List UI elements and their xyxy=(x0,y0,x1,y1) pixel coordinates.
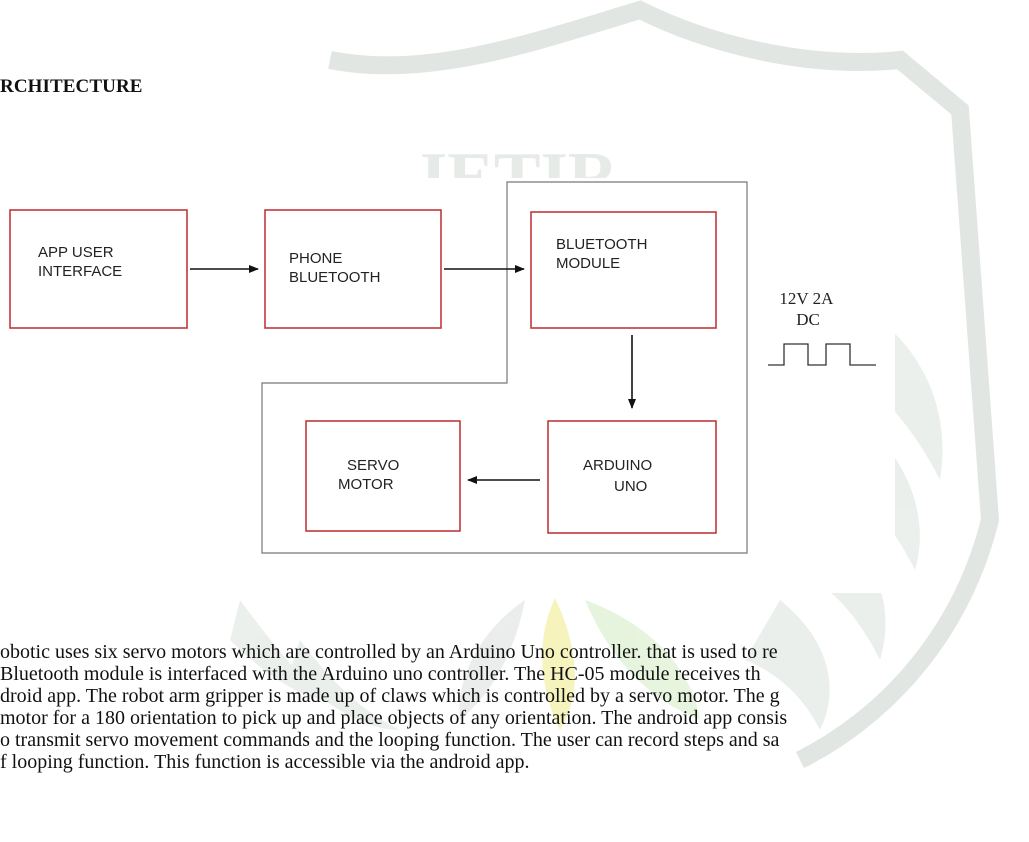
paragraph-line: o transmit servo movement commands and t… xyxy=(0,729,780,751)
paragraph-line: obotic uses six servo motors which are c… xyxy=(0,641,778,663)
section-heading: RCHITECTURE xyxy=(0,76,143,97)
paragraph-line: f looping function. This function is acc… xyxy=(0,751,530,773)
block-arduino-uno: ARDUINO UNO xyxy=(547,420,717,534)
block-app-user-interface: APP USER INTERFACE xyxy=(9,209,188,329)
paragraph-line: droid app. The robot arm gripper is made… xyxy=(0,685,780,707)
power-label: 12V 2A DC xyxy=(779,289,836,329)
block-servo-motor: SERVO MOTOR xyxy=(305,420,461,532)
block-label: PHONE BLUETOOTH xyxy=(289,250,380,286)
architecture-diagram: APP USER INTERFACE PHONE BLUETOOTH BLUET… xyxy=(0,178,895,593)
block-label: APP USER INTERFACE xyxy=(38,244,122,280)
square-wave-icon xyxy=(768,343,876,366)
block-label: ARDUINO UNO xyxy=(583,457,656,495)
block-bluetooth-module: BLUETOOTH MODULE xyxy=(530,211,717,329)
block-label: SERVO MOTOR xyxy=(338,457,403,493)
enclosure-outline xyxy=(261,181,748,554)
block-label: BLUETOOTH MODULE xyxy=(556,236,652,272)
paragraph-line: Bluetooth module is interfaced with the … xyxy=(0,663,761,685)
body-paragraph: obotic uses six servo motors which are c… xyxy=(0,641,1029,773)
block-phone-bluetooth: PHONE BLUETOOTH xyxy=(264,209,442,329)
paragraph-line: motor for a 180 orientation to pick up a… xyxy=(0,707,788,729)
